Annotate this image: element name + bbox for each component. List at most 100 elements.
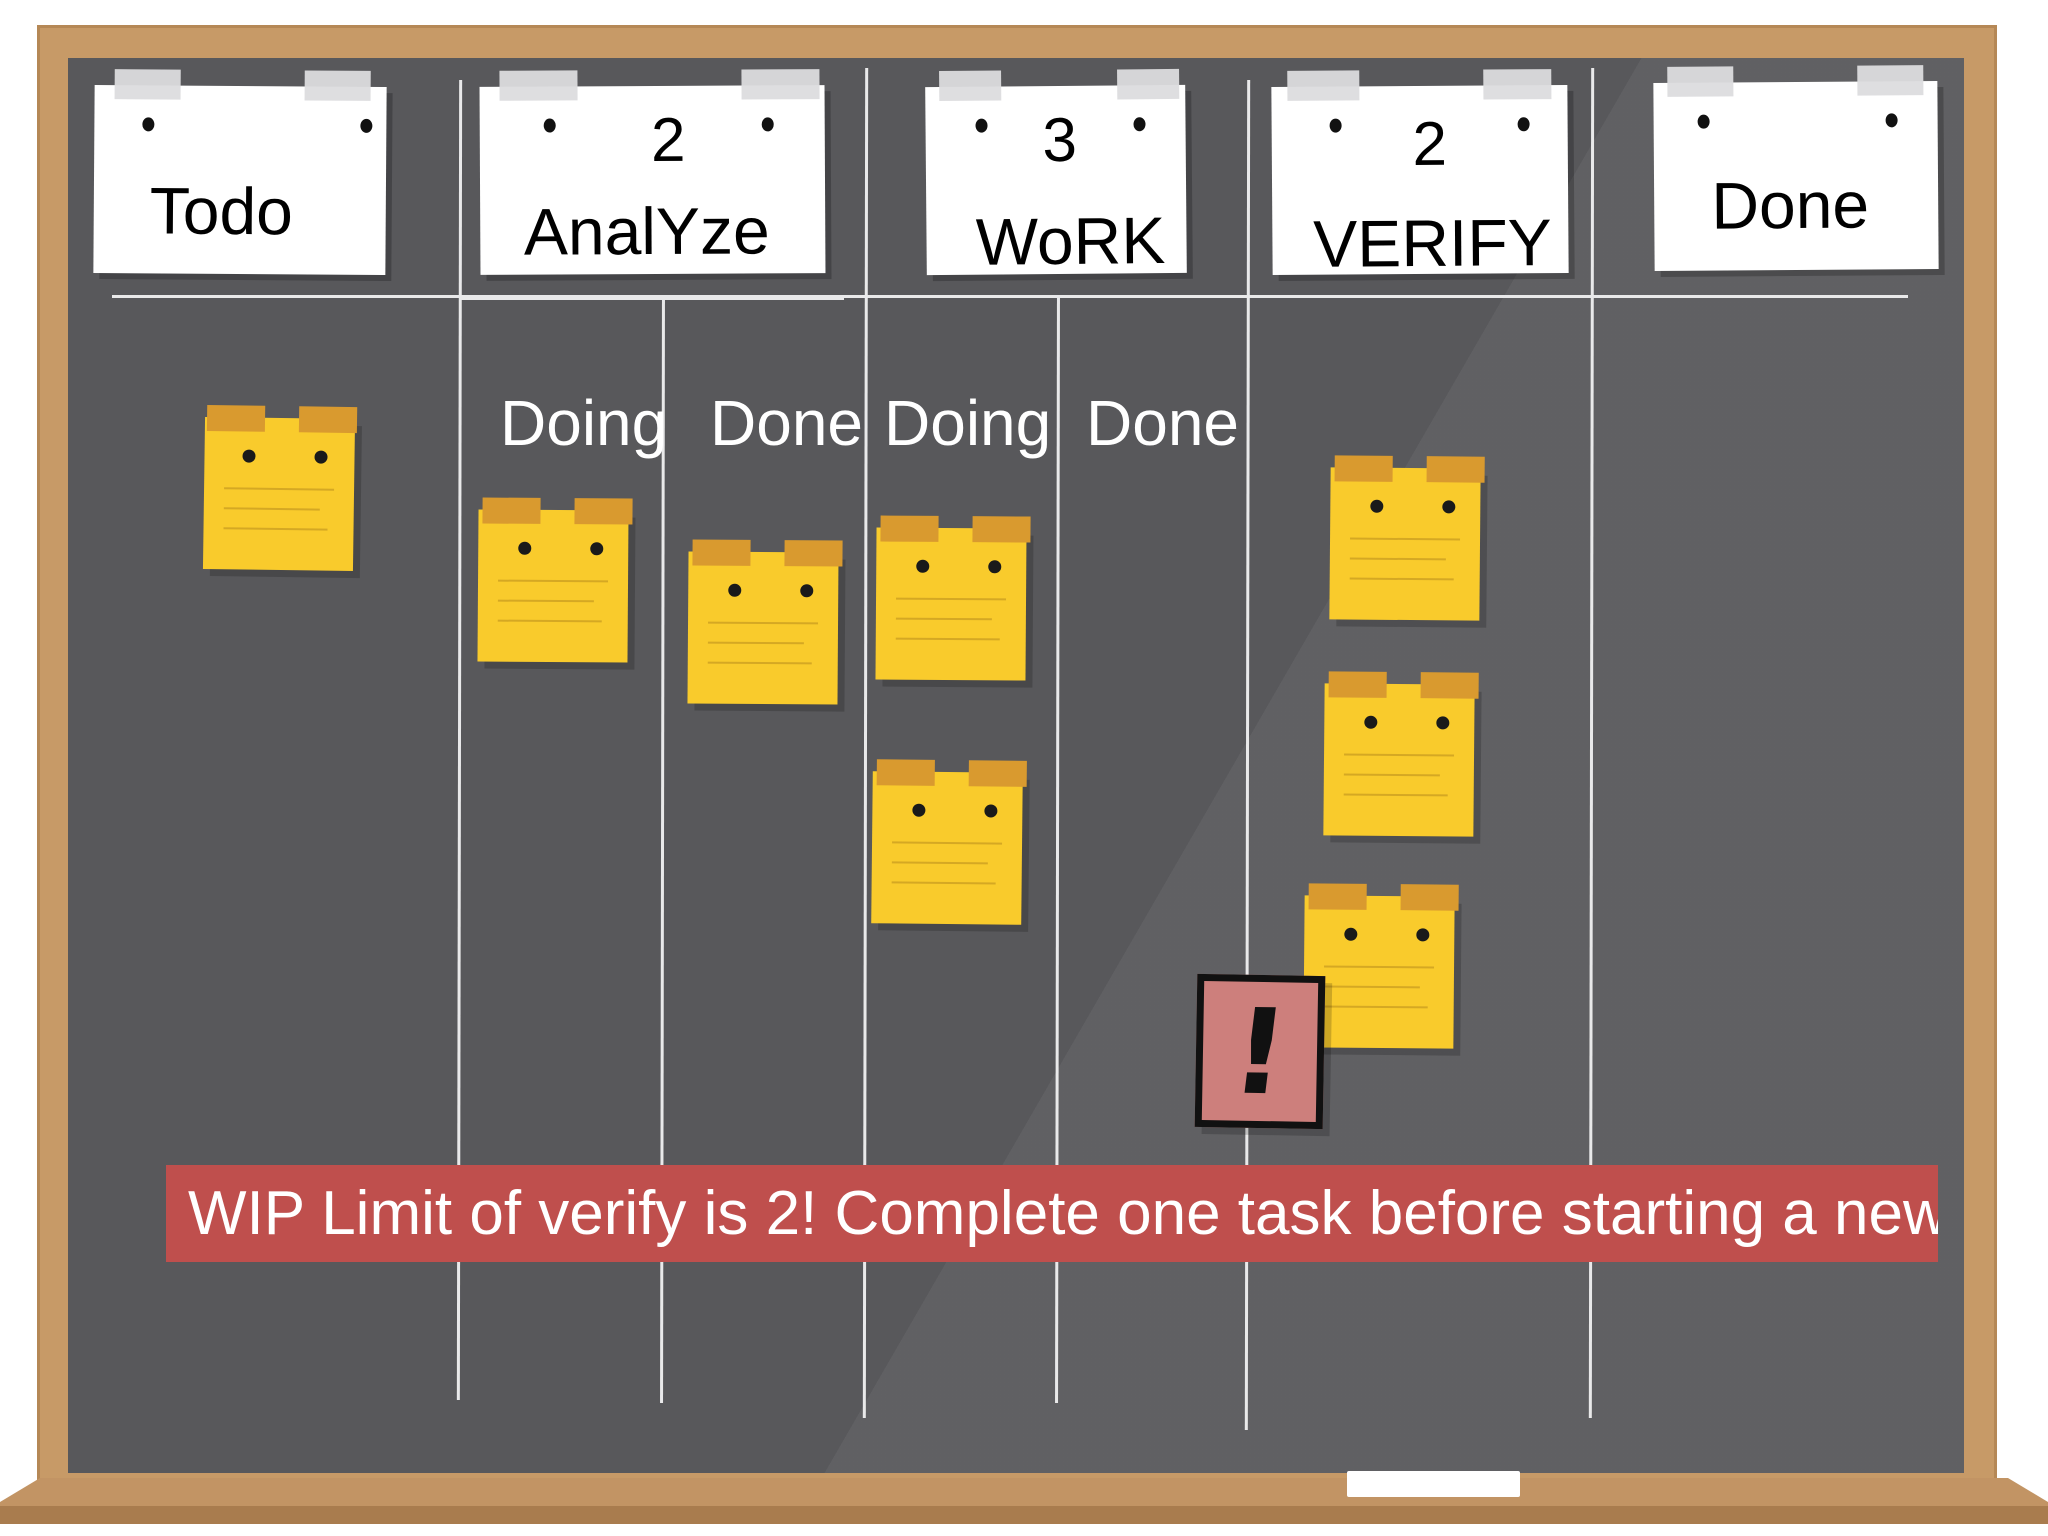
eye-icon [728, 583, 742, 597]
tape [880, 515, 939, 542]
scribble [223, 507, 320, 511]
tape [1328, 671, 1387, 698]
sub-header-divider [460, 297, 844, 300]
warning-message: WIP Limit of verify is 2! Complete one t… [188, 1179, 1938, 1248]
eye-icon [1416, 928, 1430, 942]
eye-icon [800, 584, 814, 598]
tape [1483, 69, 1552, 100]
wip-limit: 3 [1042, 105, 1078, 176]
tape [1400, 884, 1459, 911]
scribble [497, 599, 594, 603]
scribble [1324, 965, 1435, 969]
tape [968, 760, 1027, 787]
wip-limit: 2 [1412, 109, 1448, 180]
alert-icon: ! [1194, 973, 1326, 1130]
eye-icon [590, 542, 604, 556]
tape [1426, 456, 1485, 483]
tape [304, 70, 371, 101]
column-header-work: 3 WoRK [925, 68, 1187, 279]
eye-icon [984, 804, 998, 818]
tape [876, 759, 935, 786]
tape [1308, 883, 1367, 910]
scribble [708, 621, 819, 625]
scribble [1323, 1005, 1428, 1009]
scribble [1343, 773, 1440, 777]
eye-icon [1370, 499, 1384, 513]
tape [692, 539, 751, 566]
eye-icon [242, 449, 256, 463]
work-done-label: Done [1086, 387, 1239, 459]
eye-icon [518, 541, 532, 555]
scribble [1349, 577, 1454, 581]
analyze-done-label: Done [710, 387, 863, 459]
task-card-analyze-doing-1[interactable] [477, 497, 633, 663]
eye-icon [916, 559, 930, 573]
task-card-analyze-done-1[interactable] [687, 539, 843, 705]
tape [574, 498, 633, 525]
scribble [707, 661, 812, 665]
work-doing-label: Doing [884, 387, 1052, 459]
task-card-work-doing-2[interactable] [871, 759, 1027, 925]
tape [784, 540, 843, 567]
eye-icon [1344, 927, 1358, 941]
tape [206, 404, 266, 432]
eye-icon [1442, 500, 1456, 514]
scribble [1343, 793, 1448, 797]
exclamation-glyph: ! [1224, 982, 1296, 1122]
wip-limit [1654, 105, 1938, 107]
tape [1334, 455, 1393, 482]
tape [1667, 66, 1734, 97]
tape [298, 406, 358, 434]
pin-icon [360, 118, 373, 133]
scribble [896, 597, 1007, 601]
column-header-verify: 2 VERIFY [1271, 69, 1569, 281]
tape [1117, 68, 1180, 100]
scribble [1349, 557, 1446, 561]
scribble [891, 861, 988, 865]
tape [1857, 65, 1924, 96]
eye-icon [988, 560, 1002, 574]
tape [482, 497, 541, 524]
scribble [707, 641, 804, 645]
column-title: Todo [149, 173, 294, 249]
task-card-verify-3[interactable] [1303, 883, 1459, 1049]
column-header-analyze: 2 AnalYze [479, 69, 826, 275]
scribble [895, 617, 992, 621]
task-card-verify-1[interactable] [1329, 455, 1485, 621]
scribble [895, 637, 1000, 641]
column-header-done: Done [1653, 65, 1939, 271]
tape [972, 516, 1031, 543]
column-title: WoRK [975, 203, 1166, 279]
tape [499, 70, 578, 101]
scribble [891, 881, 996, 885]
analyze-doing-label: Doing [500, 387, 668, 459]
chalk-tray-edge [0, 1506, 2048, 1524]
task-card-todo-1[interactable] [202, 404, 358, 572]
task-card-work-doing-1[interactable] [875, 515, 1031, 681]
scribble [892, 841, 1003, 845]
tape [939, 70, 1002, 102]
header-divider [112, 295, 1908, 298]
tape [1287, 70, 1360, 101]
column-title: VERIFY [1312, 205, 1552, 281]
scribble [223, 527, 328, 531]
eye-icon [912, 803, 926, 817]
eye-icon [1364, 715, 1378, 729]
tape [741, 69, 820, 100]
wip-limit-warning-banner: WIP Limit of verify is 2! Complete one t… [166, 1165, 1938, 1262]
pin-icon [1885, 113, 1898, 128]
chalk-eraser [1347, 1471, 1520, 1497]
column-title: Done [1711, 167, 1870, 243]
tape [114, 69, 181, 100]
wip-limit [94, 109, 386, 111]
scribble [1344, 753, 1455, 757]
column-header-todo: Todo [93, 69, 387, 276]
pin-icon [142, 117, 155, 132]
pin-icon [1697, 114, 1710, 129]
wip-limit: 2 [650, 105, 686, 176]
task-card-verify-2[interactable] [1323, 671, 1479, 837]
scribble [497, 619, 602, 623]
eye-icon [314, 450, 328, 464]
scribble [1323, 985, 1420, 989]
column-title: AnalYze [523, 193, 770, 269]
